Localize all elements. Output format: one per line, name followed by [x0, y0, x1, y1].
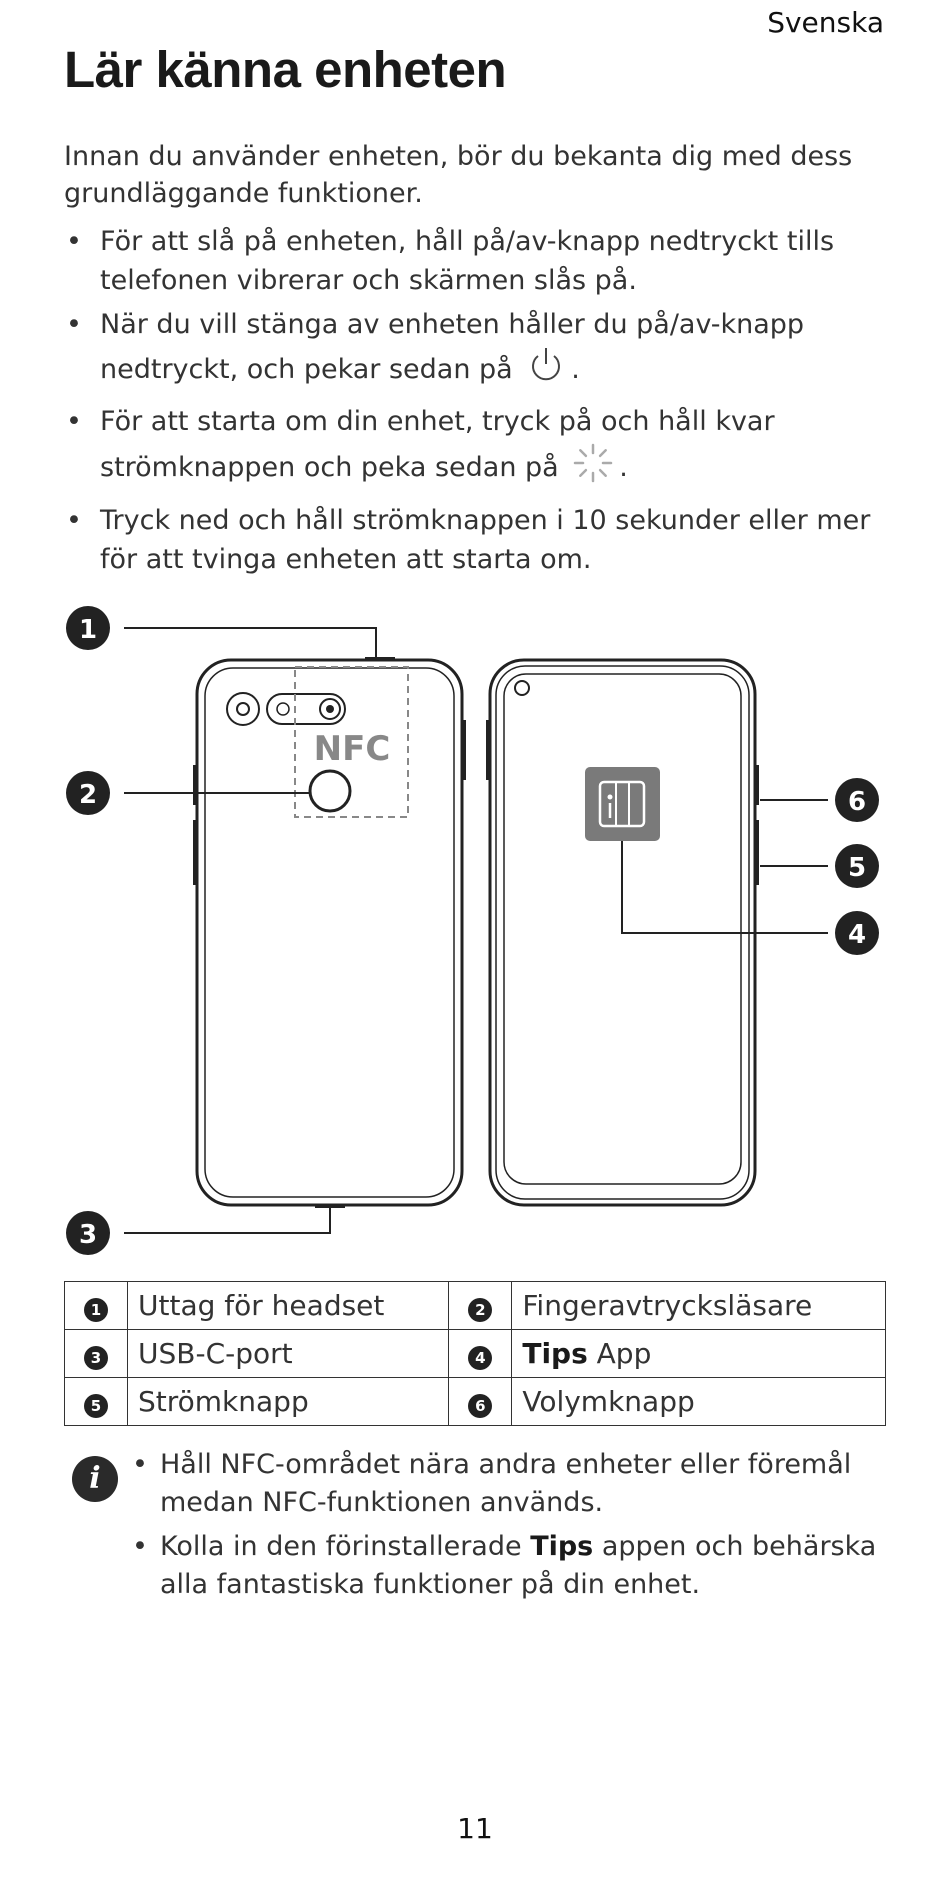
- legend-number: 5: [84, 1394, 108, 1418]
- legend-number: 2: [468, 1298, 493, 1322]
- tips-bold: Tips: [522, 1337, 588, 1370]
- force-restart-text: Tryck ned och håll strömknappen i 10 sek…: [100, 505, 871, 575]
- language-label: Svenska: [767, 6, 884, 39]
- tips-rest: App: [587, 1337, 652, 1370]
- list-item: För att starta om din enhet, tryck på oc…: [64, 402, 894, 496]
- table-row: 5 Strömknapp 6 Volymknapp: [64, 1377, 886, 1426]
- legend-label: Tips App: [511, 1329, 886, 1378]
- legend-number: 6: [468, 1394, 493, 1418]
- table-row: 3 USB-C-port 4 Tips App: [64, 1329, 886, 1378]
- power-off-text: När du vill stänga av enheten håller du …: [100, 309, 805, 385]
- callout-1: 1: [66, 606, 110, 650]
- legend-label: USB-C-port: [126, 1329, 450, 1378]
- instructions-list: För att slå på enheten, håll på/av-knapp…: [64, 222, 894, 584]
- list-item: Kolla in den förinstallerade Tips appen …: [130, 1528, 910, 1604]
- legend-number: 4: [468, 1346, 493, 1370]
- table-row: 1 Uttag för headset 2 Fingeravtrycksläsa…: [64, 1281, 886, 1330]
- callout-6: 6: [835, 778, 879, 822]
- list-item: När du vill stänga av enheten håller du …: [64, 305, 894, 397]
- legend-label: Fingeravtrycksläsare: [511, 1281, 886, 1330]
- nfc-label: NFC: [314, 729, 391, 769]
- leader-line-3: [124, 1207, 331, 1234]
- restart-text: För att starta om din enhet, tryck på oc…: [100, 406, 775, 483]
- callout-2: 2: [66, 771, 110, 815]
- callout-4: 4: [835, 911, 879, 955]
- power-on-text: För att slå på enheten, håll på/av-knapp…: [100, 226, 835, 296]
- tips-app-icon: [585, 767, 660, 841]
- svg-text:6: 6: [848, 787, 866, 817]
- note-nfc-text: Håll NFC-området nära andra enheter elle…: [160, 1449, 852, 1518]
- page-number: 11: [457, 1812, 493, 1845]
- legend-table: 1 Uttag för headset 2 Fingeravtrycksläsa…: [64, 1281, 886, 1426]
- list-item: För att slå på enheten, håll på/av-knapp…: [64, 222, 894, 300]
- note-tips-post: appen och behärska alla fantastiska funk…: [160, 1531, 877, 1600]
- fingerprint-sensor: [308, 769, 352, 813]
- svg-text:2: 2: [79, 780, 97, 810]
- list-item: Håll NFC-området nära andra enheter elle…: [130, 1446, 910, 1522]
- leader-line-1: [124, 627, 377, 658]
- legend-label: Volymknapp: [511, 1377, 886, 1426]
- restart-icon: [571, 441, 615, 496]
- svg-text:4: 4: [848, 920, 866, 950]
- svg-text:5: 5: [848, 853, 866, 883]
- callout-3: 3: [66, 1211, 110, 1255]
- power-icon: [525, 344, 567, 397]
- legend-number: 3: [84, 1346, 108, 1370]
- legend-label: Strömknapp: [126, 1377, 450, 1426]
- legend-label: Uttag för headset: [126, 1281, 450, 1330]
- intro-paragraph: Innan du använder enheten, bör du bekant…: [64, 141, 853, 209]
- callout-5: 5: [835, 844, 879, 888]
- camera-module: [226, 692, 346, 726]
- legend-number: 1: [84, 1298, 108, 1322]
- note-tips-pre: Kolla in den förinstallerade: [160, 1531, 531, 1562]
- phone-back: [193, 657, 466, 1208]
- front-camera: [514, 680, 530, 696]
- restart-end: .: [619, 452, 628, 483]
- svg-text:3: 3: [79, 1220, 97, 1250]
- note-list: Håll NFC-området nära andra enheter elle…: [130, 1446, 910, 1610]
- list-item: Tryck ned och håll strömknappen i 10 sek…: [64, 501, 894, 579]
- page-title: Lär känna enheten: [64, 41, 507, 98]
- svg-text:1: 1: [79, 615, 97, 645]
- power-off-end: .: [571, 354, 580, 385]
- nfc-area: [294, 666, 409, 818]
- leader-line-4: [621, 841, 828, 934]
- device-diagram: NFC 1 2 3 4: [66, 606, 879, 1255]
- info-icon: i: [72, 1456, 118, 1502]
- note-tips-bold: Tips: [530, 1531, 594, 1562]
